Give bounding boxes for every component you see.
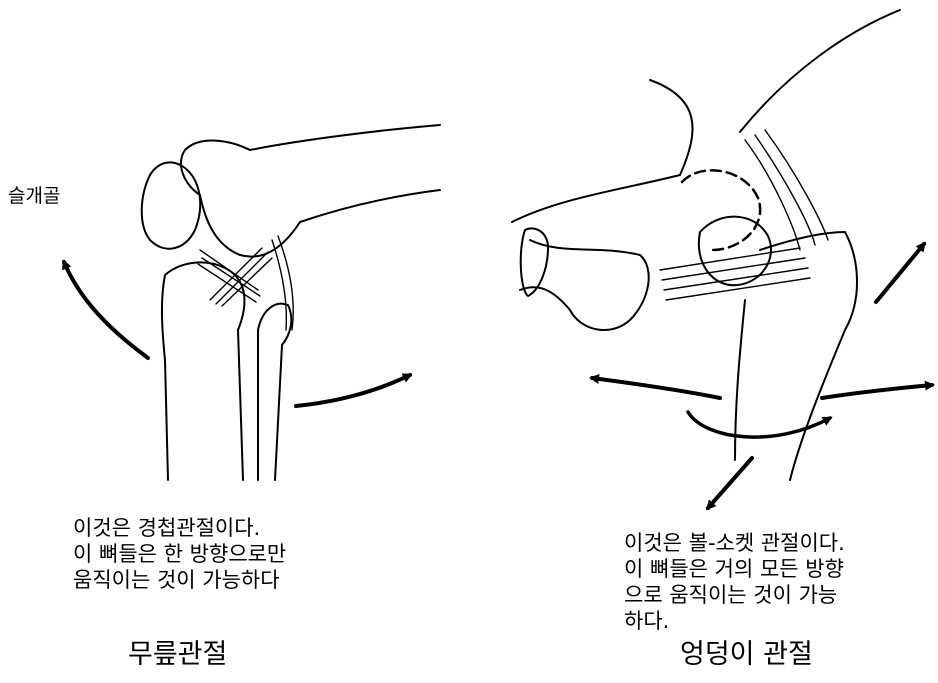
hip-arrow-left	[592, 378, 720, 398]
femur-bone	[181, 125, 440, 257]
hip-caption: 이것은 볼-소켓 관절이다. 이 뼈들은 거의 모든 방향 으로 움직이는 것이…	[624, 530, 845, 634]
knee-ligaments	[198, 236, 293, 330]
hip-ligaments	[660, 130, 828, 300]
hip-rotation-arrow	[688, 412, 830, 437]
knee-title: 무릎관절	[128, 640, 227, 670]
hip-arrow-downleft	[708, 458, 752, 508]
knee-joint-drawing	[64, 125, 440, 480]
patella-motion-arrow	[64, 262, 148, 358]
knee-caption-line-2: 이 뼈들은 한 방향으로만	[73, 541, 286, 567]
hip-joint-drawing	[512, 10, 932, 508]
hip-arrow-upright	[876, 244, 924, 302]
patella-label: 슬개골	[8, 186, 60, 207]
knee-caption-line-1: 이것은 경첩관절이다.	[73, 515, 286, 541]
acetabulum-socket	[682, 170, 760, 250]
tibia-motion-arrow	[296, 375, 410, 406]
hip-caption-line-1: 이것은 볼-소켓 관절이다.	[624, 530, 845, 556]
hip-caption-line-3: 으로 움직이는 것이 가능	[624, 582, 845, 608]
hip-caption-line-2: 이 뼈들은 거의 모든 방향	[624, 556, 845, 582]
pelvis-cut-stub	[521, 228, 548, 296]
hip-caption-line-4: 하다.	[624, 608, 845, 634]
hip-arrow-right	[822, 385, 932, 398]
knee-caption-line-3: 움직이는 것이 가능하다	[73, 567, 286, 593]
knee-caption: 이것은 경첩관절이다. 이 뼈들은 한 방향으로만 움직이는 것이 가능하다	[73, 515, 286, 593]
pelvis-bone	[512, 10, 900, 330]
tibia-bone	[162, 262, 244, 480]
patella-bone	[142, 162, 200, 248]
hip-title: 엉덩이 관절	[680, 640, 813, 670]
